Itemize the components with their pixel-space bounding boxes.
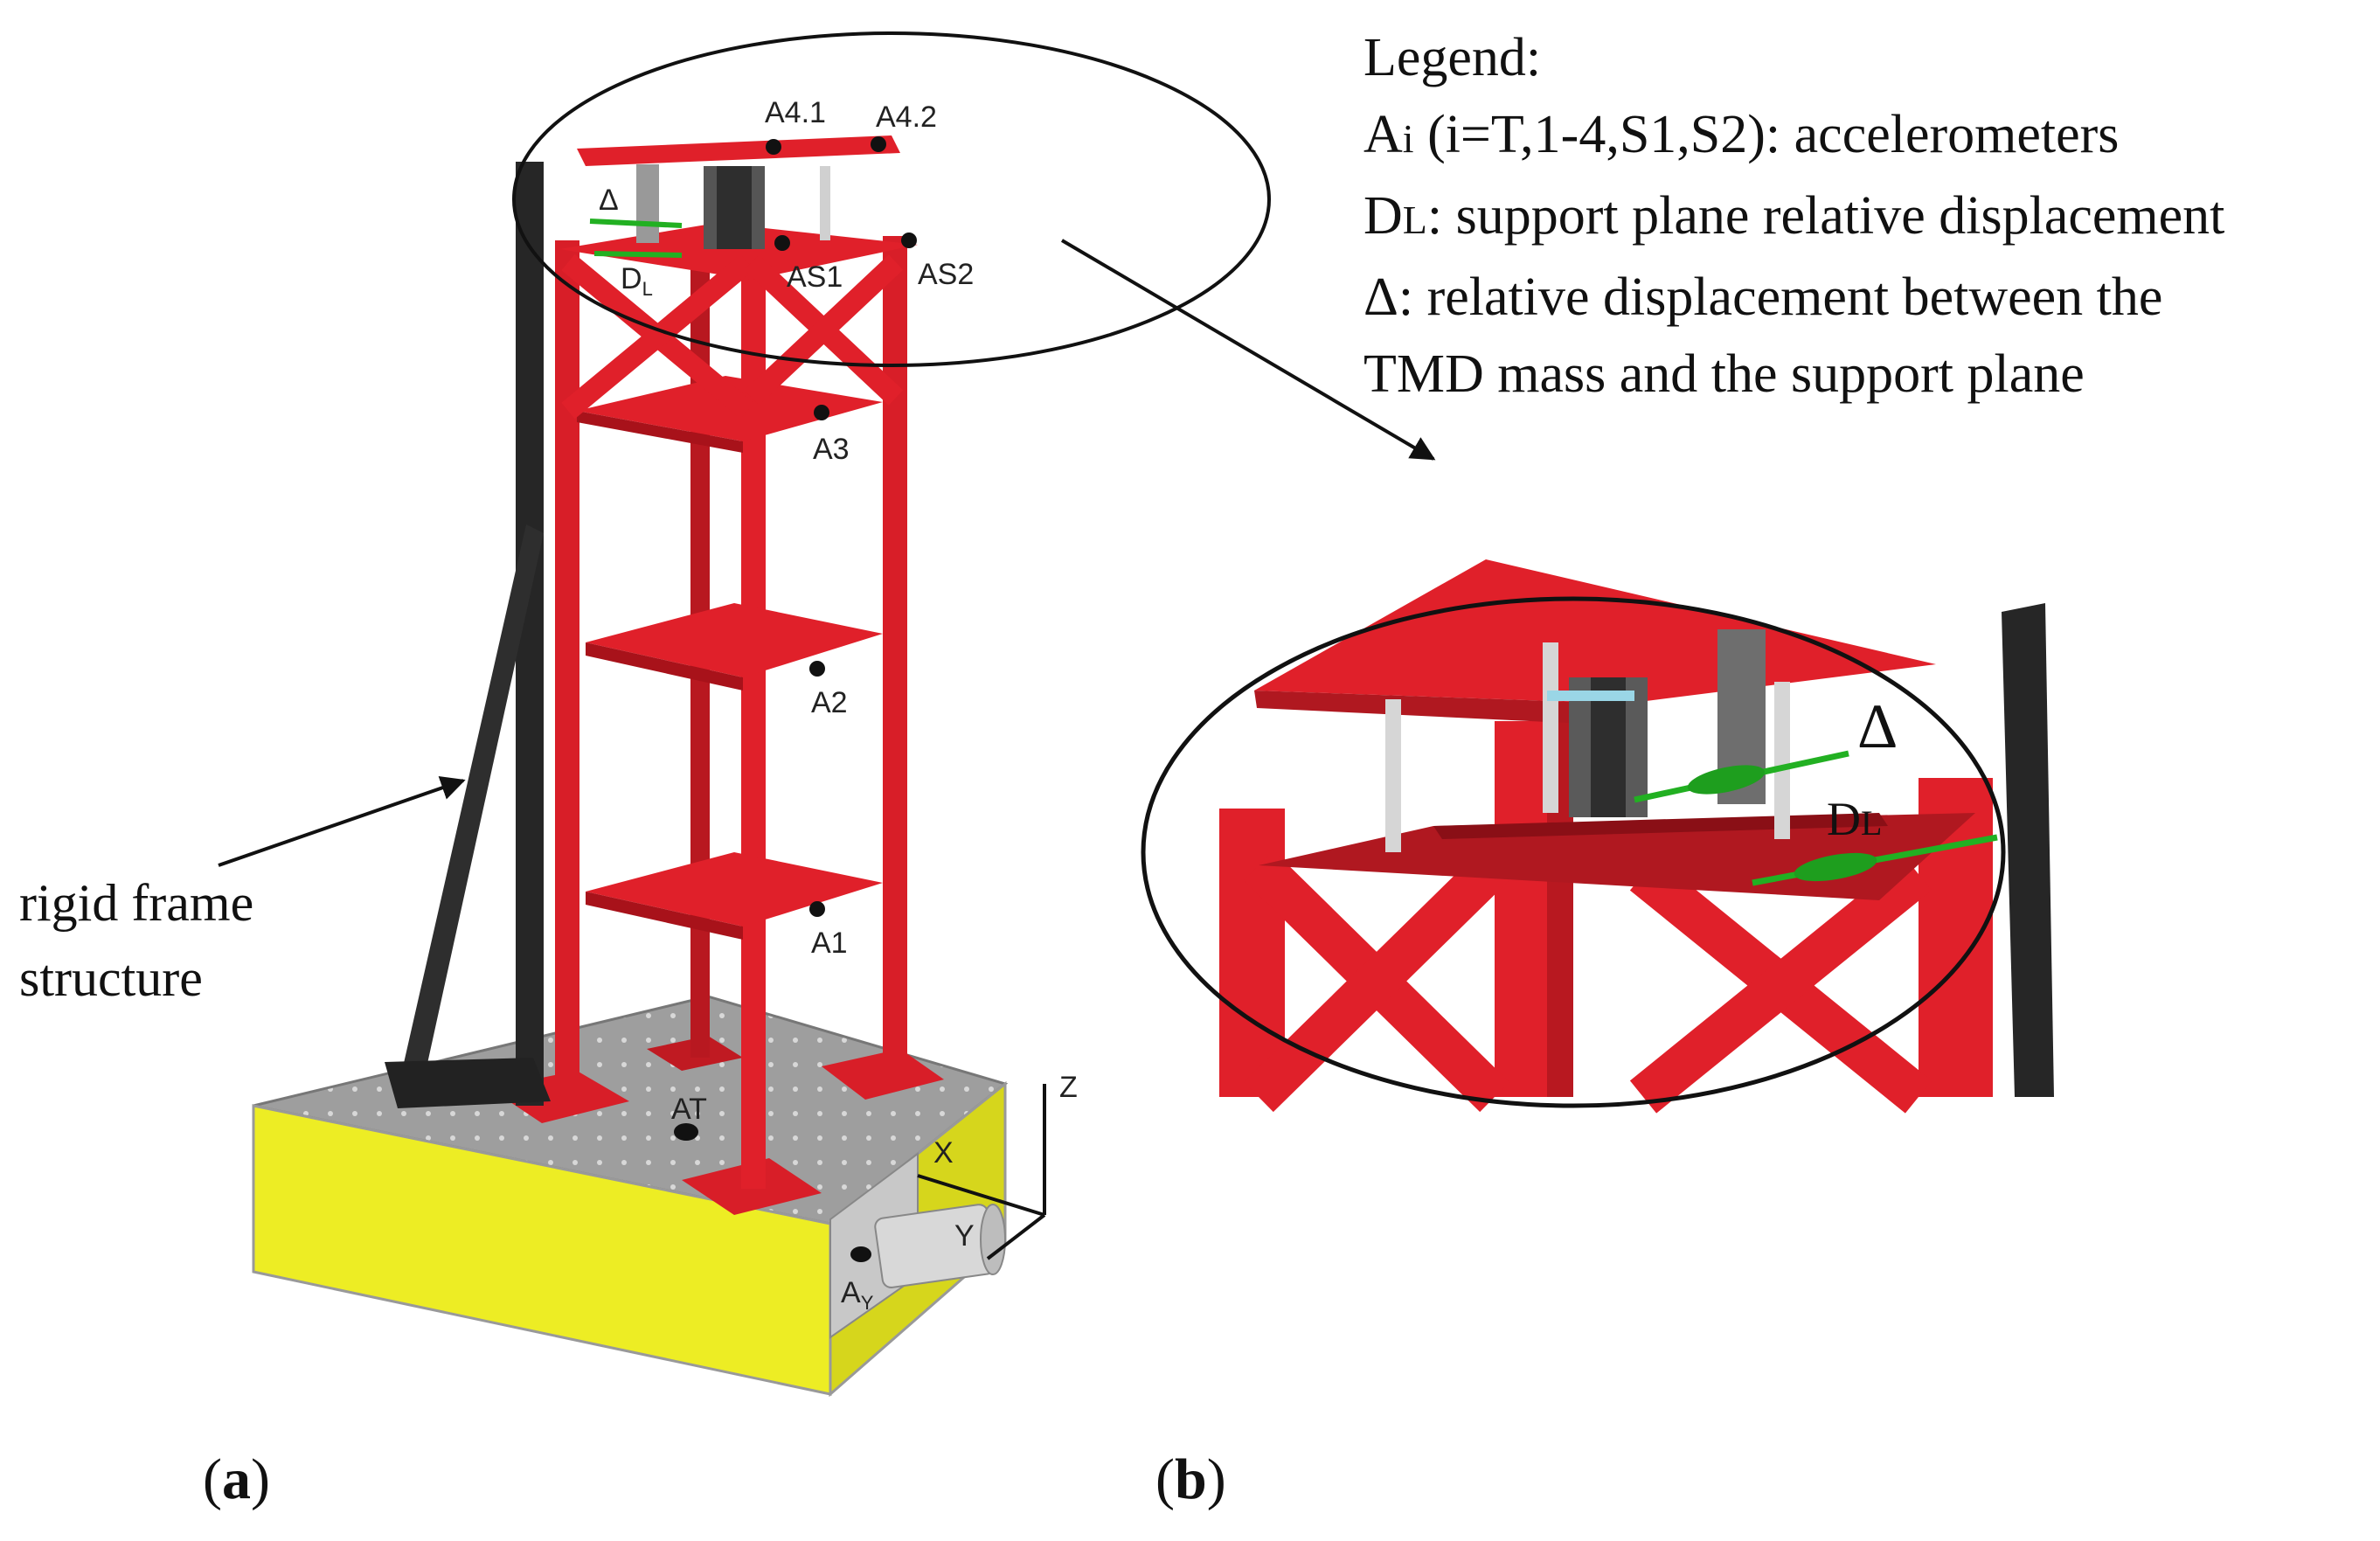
- sensor-label-ay: AY: [841, 1276, 874, 1314]
- tower-floor-plates: [559, 223, 918, 940]
- axis-label-z: Z: [1059, 1071, 1078, 1104]
- rigid-frame-note-line2: structure: [19, 949, 203, 1007]
- sensor-label-a1: A1: [811, 927, 848, 960]
- zoom-detail: [1219, 559, 2054, 1114]
- sensor-label-a41: A4.1: [765, 96, 826, 129]
- zoom-label-delta: Δ: [1857, 691, 1898, 761]
- axis-label-x: X: [933, 1136, 954, 1170]
- accelerometer-markers: [674, 136, 917, 1262]
- legend-support-displacement: DL: support plane relative displacement: [1363, 186, 2225, 246]
- zoom-arrow: [1060, 239, 1436, 461]
- legend-accelerometers: Ai (i=T,1-4,S1,S2): accelerometers: [1363, 105, 2120, 164]
- rigid-frame: [385, 162, 551, 1108]
- sensor-label-a42: A4.2: [876, 101, 937, 134]
- sensor-label-a3: A3: [813, 433, 850, 466]
- zoom-detail-ellipse: [1141, 596, 2006, 1108]
- sensor-label-as1: AS1: [787, 260, 843, 294]
- sensor-label-at: AT: [671, 1093, 707, 1126]
- sensor-label-delta-small: Δ: [599, 184, 619, 217]
- panel-a-drawing: A4.1 A4.2 Δ DL AS1 AS2 A3 A2 A1 AT AY Z …: [218, 31, 1271, 1398]
- zoom-label-dl: DL: [1827, 793, 1882, 845]
- legend-delta-line1: Δ: relative displacement between the: [1363, 267, 2163, 327]
- panel-label-a: (a): [203, 1447, 270, 1511]
- sensor-label-a2: A2: [811, 686, 848, 719]
- sensor-label-as2: AS2: [918, 258, 974, 291]
- legend-title: Legend:: [1363, 28, 1542, 87]
- rigid-frame-note-line1: rigid frame: [19, 874, 254, 932]
- sensor-label-dl-small: DL: [621, 262, 653, 300]
- actuator-cylinder: [874, 1204, 1006, 1288]
- panel-label-b: (b): [1155, 1447, 1226, 1511]
- zoom-source-ellipse: [512, 31, 1271, 367]
- axis-label-y: Y: [954, 1219, 975, 1253]
- legend: Legend: Ai (i=T,1-4,S1,S2): acceleromete…: [1363, 19, 2224, 413]
- rigid-frame-arrow: [218, 776, 466, 867]
- rigid-frame-note: rigid frame structure: [19, 865, 253, 1016]
- panel-b-drawing: Δ DL: [1060, 239, 2054, 1114]
- tmd-top-platform: [577, 135, 900, 258]
- legend-delta-line2: TMD mass and the support plane: [1363, 344, 2085, 404]
- coordinate-axes: [917, 1084, 1046, 1260]
- tower-x-bracing: [561, 253, 904, 420]
